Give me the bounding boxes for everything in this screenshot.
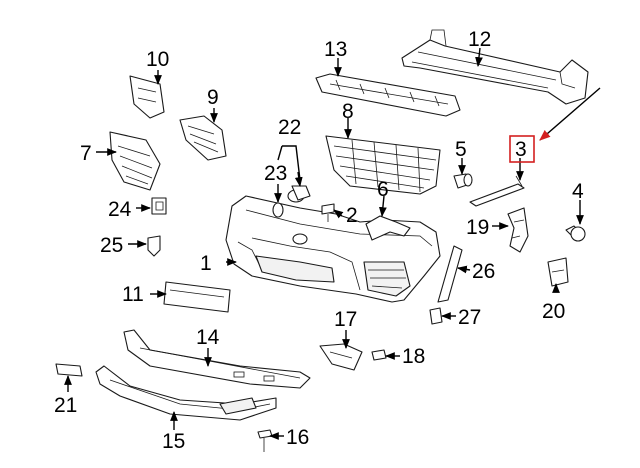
callout-18: 18 <box>402 345 425 368</box>
part-26-trim-strip <box>437 245 463 303</box>
leader-lines <box>64 47 601 440</box>
part-19-side-bracket <box>507 207 529 253</box>
part-16-fastener <box>257 429 273 452</box>
callout-16: 16 <box>286 426 309 449</box>
part-25-badge <box>147 235 161 257</box>
part-22-sensor <box>287 185 311 203</box>
part-3-bracket <box>469 175 525 207</box>
callout-17: 17 <box>334 308 357 331</box>
callout-24: 24 <box>108 198 132 221</box>
callout-3: 3 <box>515 138 527 161</box>
callout-5: 5 <box>455 138 467 161</box>
callout-23: 23 <box>264 162 287 185</box>
part-18-bolt <box>371 349 387 361</box>
callout-15: 15 <box>162 430 185 453</box>
callout-9: 9 <box>207 86 219 109</box>
part-21-end-cap <box>55 363 83 377</box>
callout-22: 22 <box>278 116 301 139</box>
callout-6: 6 <box>377 178 389 201</box>
part-13-upper-duct <box>315 73 461 117</box>
callout-11: 11 <box>122 283 144 306</box>
highlight-box-3 <box>509 135 535 163</box>
part-7-side-vent <box>109 131 161 191</box>
part-17-bracket <box>319 343 363 371</box>
callout-26: 26 <box>472 260 495 283</box>
callout-21: 21 <box>54 394 77 417</box>
part-20-mount-bracket <box>547 257 569 287</box>
part-10-bracket <box>129 75 165 119</box>
callout-7: 7 <box>80 142 92 165</box>
callout-12: 12 <box>468 28 491 51</box>
callout-14: 14 <box>196 326 220 349</box>
part-8-center-grille <box>325 135 441 195</box>
part-24-plate <box>151 197 167 215</box>
callout-8: 8 <box>342 100 354 123</box>
callout-1: 1 <box>200 252 212 275</box>
part-14-lower-trim <box>123 329 311 389</box>
part-5-sensor <box>453 173 473 189</box>
part-4-bolt <box>565 225 586 242</box>
callout-10: 10 <box>146 48 169 71</box>
callout-4: 4 <box>572 180 584 203</box>
callout-13: 13 <box>324 38 347 61</box>
part-11-plate-bracket <box>163 281 231 313</box>
callout-27: 27 <box>458 306 481 329</box>
part-9-side-grille <box>179 115 227 161</box>
callout-25: 25 <box>100 234 123 257</box>
part-27-clip <box>429 307 443 325</box>
callout-19: 19 <box>466 216 489 239</box>
callout-20: 20 <box>542 300 565 323</box>
part-12-reinforcement <box>401 29 589 105</box>
part-6-grille-bracket <box>365 215 411 241</box>
part-23-retainer <box>272 202 284 218</box>
callout-2: 2 <box>346 204 358 227</box>
part-15-spoiler <box>95 365 277 421</box>
